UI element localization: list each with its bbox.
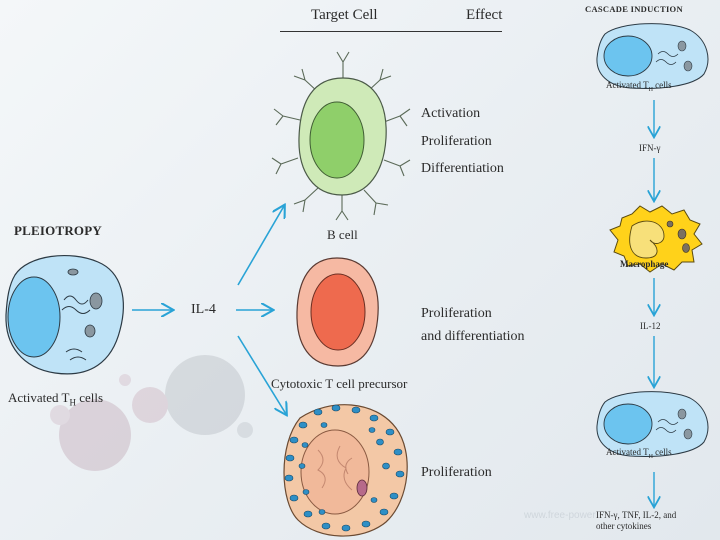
- mast-cell: [283, 404, 408, 537]
- cascade-th-label-2: Activated TH cells: [606, 447, 672, 460]
- header-rule: [280, 31, 502, 32]
- effect-proliferation-b: Proliferation: [421, 134, 492, 149]
- target-cell-header: Target Cell: [311, 7, 378, 23]
- macrophage-label: Macrophage: [620, 259, 669, 269]
- watermark: www.free-power: [524, 510, 596, 521]
- b-cell-label: B cell: [327, 227, 358, 242]
- cytotoxic-t-cell-precursor: [296, 257, 379, 367]
- activated-th-cells-label: Activated TH cells: [8, 390, 104, 408]
- effect-proliferation-mast: Proliferation: [421, 465, 492, 480]
- activated-th-cell: [5, 255, 124, 375]
- il4-label: IL-4: [191, 302, 216, 317]
- effect-proliferation-ctl: Proliferation: [421, 306, 492, 321]
- blurred-cells-decoration: [50, 355, 253, 471]
- il12-label: IL-12: [640, 321, 661, 331]
- cascade-th-cell-1: [596, 23, 709, 89]
- cascade-th-cell-2: [596, 391, 709, 457]
- b-cell: [271, 51, 411, 221]
- cytotoxic-t-cell-label: Cytotoxic T cell precursor: [271, 376, 408, 391]
- effect-differentiation: Differentiation: [421, 161, 504, 176]
- b-cell-receptors: [271, 51, 411, 221]
- effect-header: Effect: [466, 7, 503, 23]
- macrophage: [609, 205, 703, 273]
- cascade-induction-title: CASCADE INDUCTION: [585, 4, 683, 14]
- pleiotropy-title: PLEIOTROPY: [14, 223, 102, 238]
- mast-cell-granules: [284, 404, 405, 532]
- effect-activation: Activation: [421, 106, 481, 121]
- cytokines-output-line2: other cytokines: [596, 521, 652, 531]
- cascade-th-label-1: Activated TH cells: [606, 80, 672, 93]
- ifn-gamma-label: IFN-γ: [639, 143, 661, 153]
- effect-and-differentiation: and differentiation: [421, 329, 525, 344]
- il4-to-bcell-arrow: [237, 206, 284, 286]
- cytokines-output-line1: IFN-γ, TNF, IL-2, and: [596, 510, 677, 520]
- il4-to-mastcell-arrow: [237, 335, 286, 414]
